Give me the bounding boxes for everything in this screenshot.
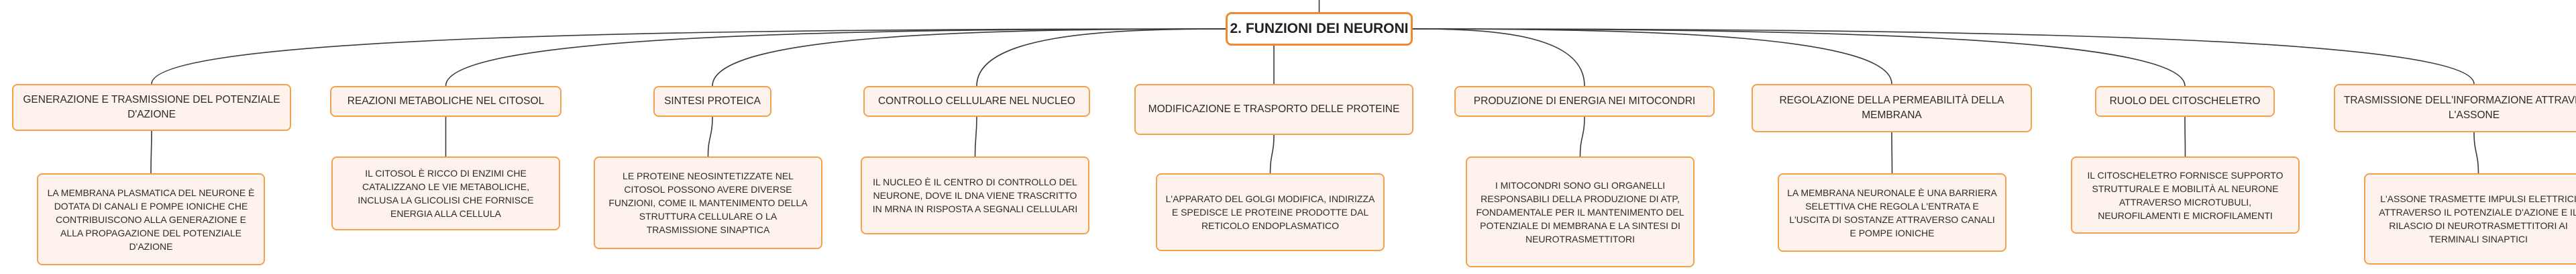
- connector-root-branch-2: [445, 28, 1226, 87]
- detail-node-1[interactable]: La membrana plasmatica del neurone è dot…: [37, 173, 265, 265]
- detail-text: I mitocondri sono gli organelli responsa…: [1476, 179, 1684, 244]
- connector-branch-detail-3: [707, 116, 713, 157]
- connector-root-branch-6: [1412, 28, 1585, 87]
- branch-label: Trasmissione dell'informazione attravers…: [2343, 95, 2576, 121]
- connector-root-branch-4: [976, 28, 1226, 87]
- connector-branch-detail-4: [974, 116, 977, 157]
- branch-label: Produzione di energia nei mitocondri: [1473, 95, 1696, 107]
- connector-root-branch-7: [1412, 28, 1892, 85]
- detail-node-7[interactable]: La membrana neuronale è una barriera sel…: [1778, 173, 2006, 252]
- connector-branch-detail-5: [1269, 134, 1275, 174]
- branch-node-3[interactable]: Sintesi proteica: [653, 86, 771, 117]
- branch-label: Controllo cellulare nel nucleo: [877, 95, 1075, 107]
- detail-node-4[interactable]: Il nucleo è il centro di controllo del n…: [861, 156, 1089, 234]
- branch-node-7[interactable]: Regolazione della permeabilità della mem…: [1752, 84, 2032, 132]
- branch-node-2[interactable]: Reazioni metaboliche nel citosol: [330, 86, 561, 117]
- detail-text: L'assone trasmette impulsi elettrici att…: [2379, 193, 2576, 244]
- branch-node-5[interactable]: Modificazione e trasporto delle proteine: [1134, 84, 1413, 135]
- root-node[interactable]: 2. FUNZIONI DEI NEURONI: [1226, 12, 1413, 46]
- detail-node-2[interactable]: Il citosol è ricco di enzimi che cataliz…: [331, 156, 560, 230]
- connector-root-branch-9: [1412, 28, 2475, 85]
- connector-branch-detail-6: [1579, 116, 1585, 157]
- branch-label: Generazione e trasmissione del potenzial…: [23, 94, 280, 120]
- detail-text: Il citosol è ricco di enzimi che cataliz…: [358, 168, 534, 219]
- connector-root-branch-3: [712, 28, 1226, 87]
- connector-branch-detail-1: [150, 130, 152, 174]
- detail-text: Il nucleo è il centro di controllo del n…: [872, 177, 1078, 214]
- detail-node-3[interactable]: Le proteine neosintetizzate nel citosol …: [594, 156, 822, 249]
- branch-label: Modificazione e trasporto delle proteine: [1148, 103, 1400, 115]
- connector-branch-detail-8: [2184, 116, 2186, 157]
- detail-text: Il citoscheletro fornisce supporto strut…: [2087, 169, 2284, 221]
- branch-node-6[interactable]: Produzione di energia nei mitocondri: [1454, 86, 1715, 117]
- branch-node-1[interactable]: Generazione e trasmissione del potenzial…: [12, 84, 291, 131]
- branch-node-8[interactable]: Ruolo del citoscheletro: [2095, 86, 2275, 117]
- branch-label: Sintesi proteica: [664, 95, 761, 107]
- branch-label: Ruolo del citoscheletro: [2109, 95, 2261, 107]
- branch-node-9[interactable]: Trasmissione dell'informazione attravers…: [2334, 84, 2576, 132]
- detail-node-9[interactable]: L'assone trasmette impulsi elettrici att…: [2364, 173, 2576, 265]
- root-label: 2. FUNZIONI DEI NEURONI: [1230, 21, 1409, 36]
- detail-text: La membrana plasmatica del neurone è dot…: [47, 187, 255, 252]
- detail-node-5[interactable]: L'apparato del Golgi modifica, indirizza…: [1156, 173, 1385, 251]
- detail-text: La membrana neuronale è una barriera sel…: [1787, 187, 1997, 238]
- detail-text: L'apparato del Golgi modifica, indirizza…: [1165, 193, 1375, 231]
- detail-text: Le proteine neosintetizzate nel citosol …: [608, 171, 808, 235]
- branch-label: Reazioni metaboliche nel citosol: [347, 95, 545, 107]
- branch-label: Regolazione della permeabilità della mem…: [1779, 95, 2004, 121]
- detail-node-8[interactable]: Il citoscheletro fornisce supporto strut…: [2071, 156, 2300, 234]
- branch-node-4[interactable]: Controllo cellulare nel nucleo: [863, 86, 1090, 117]
- detail-node-6[interactable]: I mitocondri sono gli organelli responsa…: [1466, 156, 1695, 267]
- connector-root-branch-1: [151, 28, 1226, 85]
- connector-branch-detail-9: [2473, 132, 2479, 174]
